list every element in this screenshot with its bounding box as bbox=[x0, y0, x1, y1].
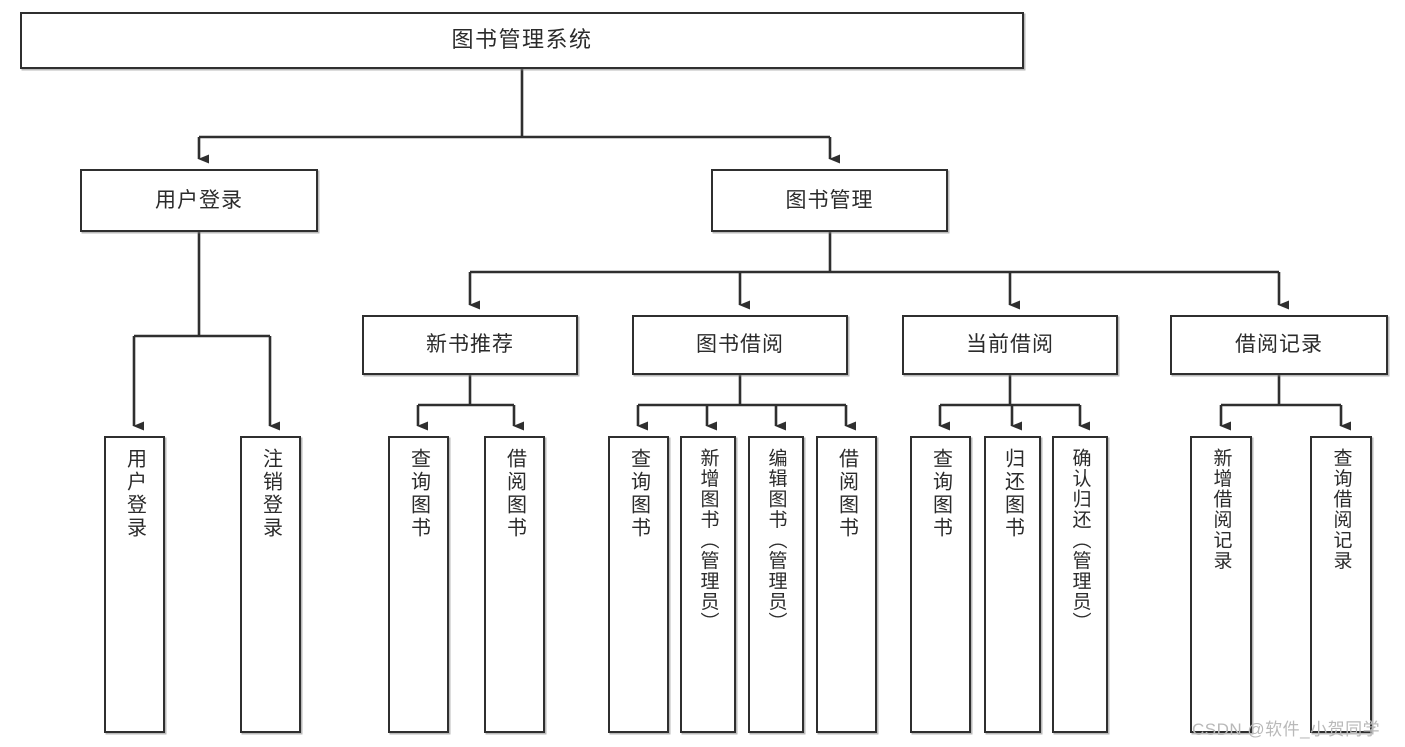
node-leaf-edit-book-label: 编辑图书（管理员） bbox=[765, 448, 787, 633]
node-leaf-borrow-book-2-label: 借阅图书 bbox=[835, 448, 858, 540]
node-leaf-add-record-label: 新增借阅记录 bbox=[1210, 448, 1232, 571]
node-leaf-add-record[interactable]: 新增借阅记录 bbox=[1190, 436, 1252, 733]
node-book-management-label: 图书管理 bbox=[785, 188, 874, 212]
node-current-borrow-label: 当前借阅 bbox=[966, 333, 1054, 357]
watermark: CSDN @软件_小贺同学 bbox=[1192, 720, 1381, 739]
node-leaf-add-book-label: 新增图书（管理员） bbox=[697, 448, 719, 633]
node-borrow-record[interactable]: 借阅记录 bbox=[1170, 315, 1388, 375]
node-leaf-borrow-book-1[interactable]: 借阅图书 bbox=[484, 436, 545, 733]
node-user-login-label: 用户登录 bbox=[155, 188, 243, 212]
node-book-management[interactable]: 图书管理 bbox=[711, 169, 948, 232]
node-leaf-query-record-label: 查询借阅记录 bbox=[1330, 448, 1352, 571]
node-leaf-query-book-2[interactable]: 查询图书 bbox=[608, 436, 669, 733]
node-leaf-return-book[interactable]: 归还图书 bbox=[984, 436, 1041, 733]
node-leaf-query-book-3[interactable]: 查询图书 bbox=[910, 436, 971, 733]
node-leaf-user-logout-label: 注销登录 bbox=[259, 448, 282, 540]
node-new-book-recommend-label: 新书推荐 bbox=[426, 333, 514, 357]
node-leaf-query-record[interactable]: 查询借阅记录 bbox=[1310, 436, 1372, 733]
node-leaf-return-book-label: 归还图书 bbox=[1001, 448, 1024, 540]
node-leaf-edit-book[interactable]: 编辑图书（管理员） bbox=[748, 436, 804, 733]
node-leaf-add-book[interactable]: 新增图书（管理员） bbox=[680, 436, 736, 733]
node-borrow-record-label: 借阅记录 bbox=[1235, 333, 1323, 357]
node-leaf-query-book-1-label: 查询图书 bbox=[407, 448, 430, 540]
node-leaf-query-book-2-label: 查询图书 bbox=[627, 448, 650, 540]
node-leaf-borrow-book-1-label: 借阅图书 bbox=[503, 448, 526, 540]
node-new-book-recommend[interactable]: 新书推荐 bbox=[362, 315, 578, 375]
node-leaf-borrow-book-2[interactable]: 借阅图书 bbox=[816, 436, 877, 733]
node-leaf-user-login-label: 用户登录 bbox=[123, 448, 146, 540]
node-leaf-query-book-3-label: 查询图书 bbox=[929, 448, 952, 540]
node-root[interactable]: 图书管理系统 bbox=[20, 12, 1024, 69]
node-leaf-user-logout[interactable]: 注销登录 bbox=[240, 436, 301, 733]
node-leaf-user-login[interactable]: 用户登录 bbox=[104, 436, 165, 733]
node-leaf-query-book-1[interactable]: 查询图书 bbox=[388, 436, 449, 733]
node-root-label: 图书管理系统 bbox=[451, 27, 593, 53]
node-book-borrow[interactable]: 图书借阅 bbox=[632, 315, 848, 375]
node-leaf-confirm-return-label: 确认归还（管理员） bbox=[1069, 448, 1091, 633]
node-book-borrow-label: 图书借阅 bbox=[696, 333, 784, 357]
node-current-borrow[interactable]: 当前借阅 bbox=[902, 315, 1118, 375]
node-leaf-confirm-return[interactable]: 确认归还（管理员） bbox=[1052, 436, 1108, 733]
node-user-login[interactable]: 用户登录 bbox=[80, 169, 318, 232]
